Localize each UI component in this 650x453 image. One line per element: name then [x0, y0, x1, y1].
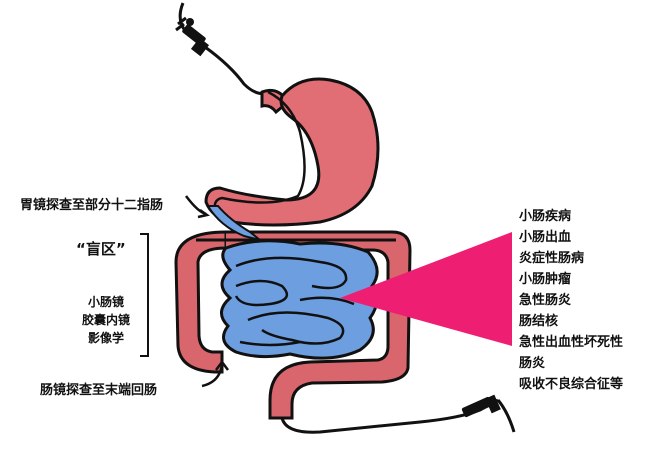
colonoscope-icon	[280, 394, 516, 434]
highlight-cone	[340, 232, 512, 346]
disease-item: 吸收不良综合征等	[519, 377, 624, 392]
small-bowel-method-list: 小肠镜 胶囊内镜 影像学	[76, 293, 136, 347]
arrow-icon	[185, 195, 229, 388]
blind-zone-label: “盲区”	[76, 240, 126, 258]
disease-item: 小肠出血	[519, 230, 572, 245]
colon	[174, 230, 228, 374]
disease-item: 急性出血性坏死性	[519, 335, 624, 350]
disease-item: 急性肠炎	[519, 293, 572, 308]
endoscope-icon	[175, 2, 273, 96]
method-item: 小肠镜	[87, 295, 124, 309]
method-item: 胶囊内镜	[81, 313, 130, 327]
duodenum	[206, 205, 261, 241]
stomach	[204, 77, 380, 227]
method-item: 影像学	[87, 331, 124, 345]
stomach-exam-label: 胃镜探查至部分十二指肠	[20, 198, 164, 213]
small-intestine	[220, 239, 379, 360]
disease-item: 小肠肿瘤	[519, 272, 572, 287]
disease-item: 肠结核	[519, 314, 559, 329]
disease-list: 小肠疾病 小肠出血 炎症性肠病 小肠肿瘤 急性肠炎 肠结核 急性出血性坏死性 肠…	[519, 206, 623, 395]
disease-item: 小肠疾病	[519, 209, 572, 224]
disease-item: 肠炎	[519, 356, 546, 371]
bracket	[140, 233, 149, 357]
disease-item: 炎症性肠病	[519, 251, 585, 266]
ileum-exam-label: 肠镜探查至末端回肠	[40, 383, 158, 398]
